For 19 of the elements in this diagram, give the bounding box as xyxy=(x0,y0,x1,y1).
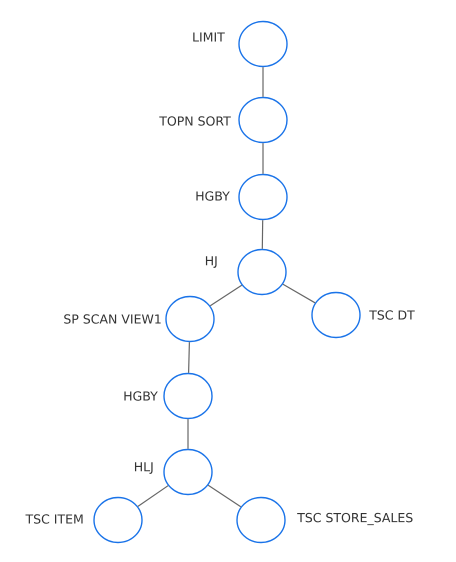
node-label: HJ xyxy=(206,256,217,268)
node-label: TSC DT xyxy=(369,310,415,320)
node-label: HGBY xyxy=(124,391,158,401)
node-label: TSC STORE_SALES xyxy=(297,512,413,526)
connector-line xyxy=(262,220,264,249)
connector-line xyxy=(210,284,242,306)
node-label: SP SCAN VIEW1 xyxy=(64,314,161,324)
connector-line xyxy=(282,284,316,304)
connector-line xyxy=(187,419,189,449)
node-label: LIMIT xyxy=(193,32,225,42)
node-label: TSC ITEM xyxy=(26,514,83,524)
connector-line xyxy=(188,342,190,373)
node-label: TOPN SORT xyxy=(159,116,231,126)
connector-line xyxy=(262,143,264,174)
connector-line xyxy=(138,485,168,507)
connector-line xyxy=(208,484,242,508)
node-label: HGBY xyxy=(196,191,230,201)
node-label: HLJ xyxy=(134,462,153,474)
connector-line xyxy=(262,67,264,97)
